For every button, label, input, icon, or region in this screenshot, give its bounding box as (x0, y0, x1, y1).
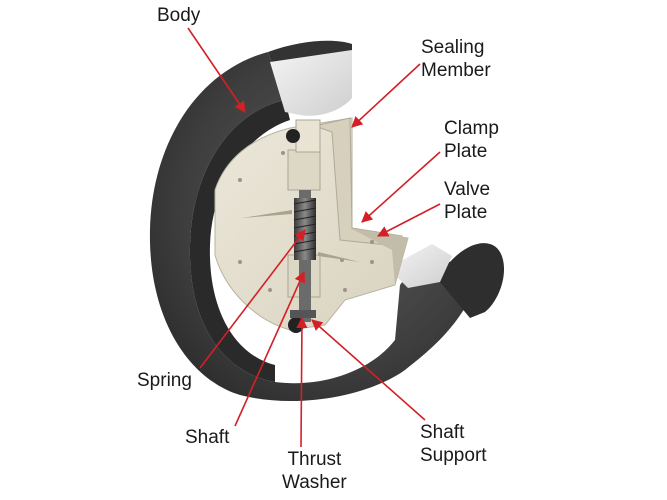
arrow-thrust-washer (296, 316, 308, 448)
label-sealing-member: Sealing Member (421, 37, 491, 81)
thrust-washer (290, 310, 316, 318)
label-shaft-support: Shaft Support (420, 422, 487, 466)
arrow-valve-plate (377, 203, 441, 237)
plate-rivets (238, 151, 374, 292)
arrow-clamp-plate (361, 151, 441, 223)
spring-coils (293, 199, 317, 253)
arrow-spring (199, 229, 306, 369)
leader-arrows (187, 27, 441, 448)
bolt-top (286, 129, 300, 143)
arrow-body (187, 27, 246, 113)
label-body: Body (157, 5, 201, 26)
label-valve-plate: Valve Plate (444, 179, 491, 223)
label-thrust-washer: Thrust Washer (282, 449, 347, 493)
arrow-sealing-member (351, 63, 421, 128)
spring (294, 198, 316, 260)
label-spring: Spring (137, 370, 192, 391)
shaft-support-top (287, 149, 321, 191)
arrow-shaft (234, 270, 305, 427)
sealing-member-lower (388, 244, 452, 288)
plate-blade-lower (318, 252, 360, 262)
label-shaft: Shaft (185, 427, 230, 448)
arrow-shaft-support (311, 319, 426, 421)
plate-blade-upper (242, 210, 292, 218)
plate-edge (350, 228, 408, 285)
sealing-member (270, 50, 352, 116)
label-clamp-plate: Clamp Plate (444, 118, 499, 162)
